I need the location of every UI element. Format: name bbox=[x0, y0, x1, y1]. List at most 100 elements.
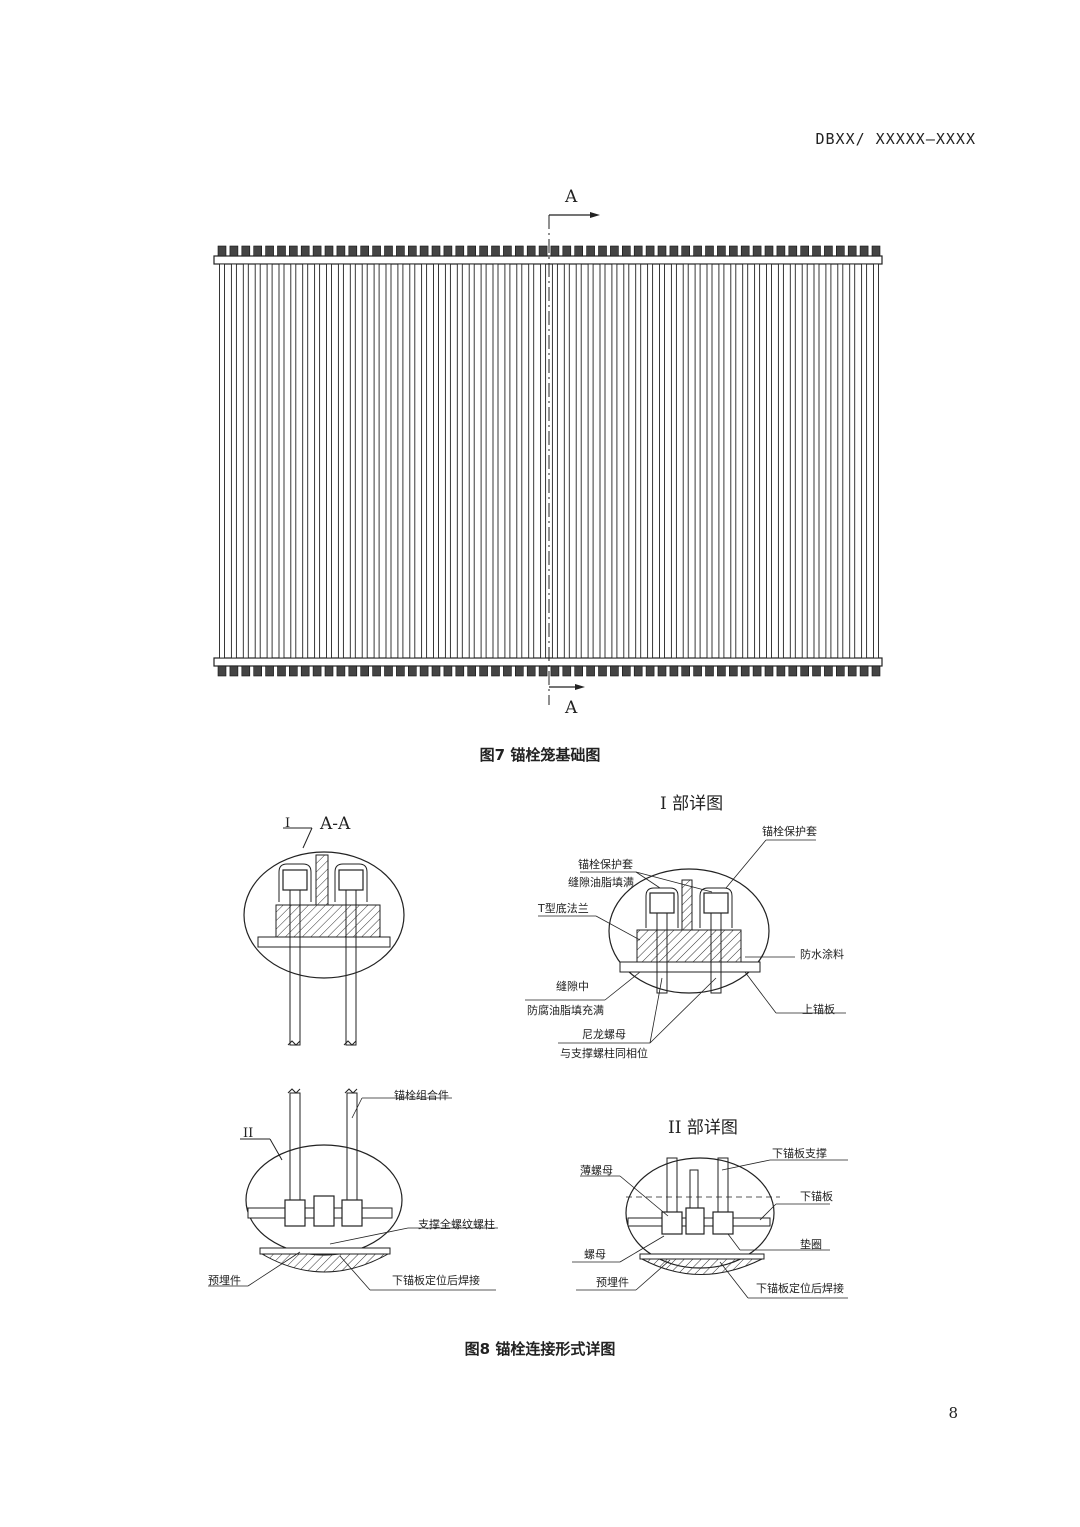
anchor-bolt-nut bbox=[348, 245, 358, 257]
anchor-bolt-rod bbox=[433, 263, 439, 659]
lower-anchor-plate bbox=[213, 657, 883, 667]
anchor-bolt-rod bbox=[706, 263, 713, 659]
anchor-bolt-rod bbox=[468, 263, 475, 659]
anchor-bolt-nut bbox=[455, 665, 465, 677]
anchor-bolt-rod bbox=[789, 263, 796, 659]
label-washer: 垫圈 bbox=[800, 1238, 822, 1251]
anchor-bolt-nut bbox=[384, 665, 393, 677]
anchor-bolt-rod bbox=[563, 263, 570, 659]
label-anticorrosion: 防腐油脂填充满 bbox=[527, 1004, 604, 1017]
label-embedded-detail: 预埋件 bbox=[596, 1276, 629, 1289]
anchor-bolt-nut bbox=[562, 665, 572, 677]
anchor-bolt-rod bbox=[825, 263, 832, 659]
anchor-bolt-rod bbox=[409, 263, 416, 659]
anchor-bolt-nut bbox=[467, 665, 477, 677]
anchor-bolt-nut bbox=[693, 665, 702, 677]
panel-detail-2-title: II 部详图 bbox=[668, 1118, 738, 1138]
anchor-bolt-nut bbox=[407, 245, 417, 257]
label-upper-plate: 上锚板 bbox=[802, 1003, 835, 1016]
anchor-bolt-nut bbox=[514, 245, 524, 257]
anchor-bolt-nut bbox=[705, 665, 714, 677]
anchor-bolt-nut bbox=[503, 245, 512, 257]
anchor-bolt-nut bbox=[538, 245, 548, 257]
anchor-bolt-rod bbox=[349, 263, 356, 659]
anchor-bolt-nut bbox=[288, 245, 298, 257]
anchor-bolt-rod bbox=[670, 263, 677, 659]
panel-detail-1-title: I 部详图 bbox=[660, 794, 724, 814]
anchor-bolt-nut bbox=[443, 245, 453, 257]
anchor-bolt-rod bbox=[730, 263, 737, 659]
anchor-bolt-nut bbox=[229, 665, 239, 677]
panel-lower-drawing bbox=[208, 1088, 498, 1291]
anchor-bolt-nut bbox=[788, 245, 798, 257]
anchor-bolt-nut bbox=[633, 665, 643, 677]
anchor-bolt-rod bbox=[242, 263, 249, 659]
anchor-bolt-nut bbox=[324, 665, 334, 677]
anchor-bolt-nut bbox=[764, 245, 774, 257]
anchor-bolt-rod bbox=[659, 263, 665, 659]
anchor-bolt-nut bbox=[336, 665, 346, 677]
anchor-bolt-rod bbox=[801, 263, 808, 659]
anchor-bolt-nut bbox=[847, 665, 857, 677]
anchor-bolt-rod bbox=[682, 263, 689, 659]
anchor-bolt-nut bbox=[645, 665, 655, 677]
anchor-bolt-rod bbox=[837, 263, 844, 659]
label-same-phase: 与支撑螺柱同相位 bbox=[560, 1047, 648, 1060]
anchor-bolt-nut bbox=[776, 665, 786, 677]
label-t-flange: T型底法兰 bbox=[538, 902, 589, 915]
panel-lower-marker: II bbox=[243, 1126, 254, 1141]
anchor-bolt-rod bbox=[694, 263, 701, 659]
anchor-bolt-rod bbox=[777, 263, 784, 659]
anchor-bolt-nut bbox=[610, 245, 619, 257]
anchor-bolt-nut bbox=[300, 665, 310, 677]
panel-aa-drawing bbox=[243, 827, 405, 1046]
anchor-bolt-nut bbox=[419, 245, 429, 257]
anchor-bolt-nut bbox=[812, 665, 821, 677]
anchor-bolt-nut bbox=[229, 245, 239, 257]
page-number: 8 bbox=[948, 1404, 958, 1422]
anchor-bolt-nut bbox=[728, 665, 738, 677]
label-nut: 螺母 bbox=[584, 1248, 606, 1261]
anchor-bolt-nut bbox=[300, 245, 310, 257]
anchor-bolt-nut bbox=[348, 665, 358, 677]
figure-7-caption: 图7 锚栓笼基础图 bbox=[479, 746, 601, 764]
anchor-bolt-rod bbox=[528, 263, 535, 659]
label-gap-mid: 缝隙中 bbox=[556, 980, 589, 993]
anchor-bolt-rod bbox=[861, 263, 868, 659]
label-sleeve: 锚栓保护套 bbox=[578, 858, 633, 871]
anchor-bolt-rod bbox=[290, 263, 297, 659]
panel-aa-marker: I bbox=[285, 816, 291, 831]
anchor-bolt-nut bbox=[360, 665, 370, 677]
anchor-bolt-rod bbox=[397, 263, 404, 659]
anchor-bolt-nut bbox=[574, 245, 584, 257]
label-support-stud: 支撑全螺纹螺柱 bbox=[418, 1218, 495, 1231]
anchor-bolt-nut bbox=[657, 665, 667, 677]
anchor-bolt-rod bbox=[504, 263, 511, 659]
panel-aa-title: A-A bbox=[320, 814, 351, 834]
anchor-bolt-nut bbox=[598, 245, 607, 257]
anchor-bolt-rod bbox=[754, 263, 761, 659]
anchor-bolt-rod bbox=[516, 263, 523, 659]
anchor-bolt-nut bbox=[752, 665, 762, 677]
anchor-bolt-nut bbox=[550, 665, 560, 677]
anchor-bolt-rod bbox=[230, 263, 237, 659]
anchor-bolt-nut bbox=[669, 665, 679, 677]
anchor-bolt-nut bbox=[253, 245, 262, 257]
anchor-bolt-nut bbox=[336, 245, 346, 257]
anchor-bolt-nut bbox=[324, 245, 334, 257]
label-lower-plate: 下锚板 bbox=[800, 1190, 833, 1203]
anchor-bolt-nut bbox=[681, 665, 691, 677]
anchor-bolt-rod bbox=[873, 263, 879, 659]
anchor-bolt-nut bbox=[372, 245, 381, 257]
anchor-bolt-nut bbox=[241, 245, 251, 257]
anchor-bolt-nut bbox=[241, 665, 251, 677]
anchor-bolt-nut bbox=[360, 245, 370, 257]
label-weld-detail: 下锚板定位后焊接 bbox=[756, 1282, 844, 1295]
anchor-bolt-nut bbox=[598, 665, 607, 677]
anchor-bolt-nut bbox=[824, 665, 833, 677]
anchor-bolt-nut bbox=[253, 665, 262, 677]
anchor-bolt-nut bbox=[479, 665, 488, 677]
anchor-bolt-rod bbox=[599, 263, 606, 659]
anchor-bolt-rod bbox=[302, 263, 309, 659]
